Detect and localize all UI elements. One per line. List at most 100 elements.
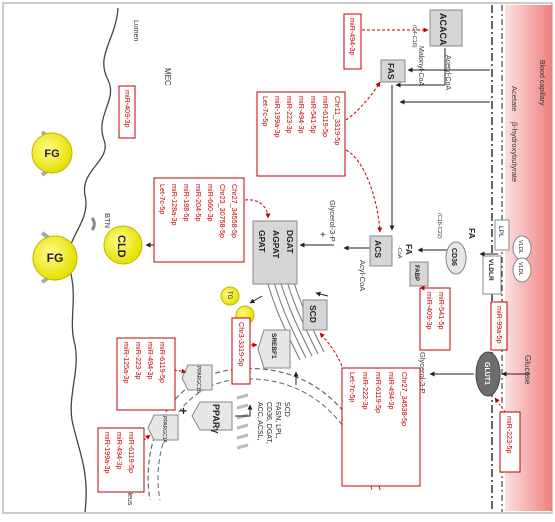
fabp-group-1: miR-409-3p [425, 292, 434, 330]
scd-group-1: Let-7c-5p [348, 372, 357, 402]
agpat-label: AGPAT [271, 230, 281, 259]
fabp-group-2: miR-541-5p [437, 292, 446, 330]
btn-shape [90, 217, 96, 231]
vldl-particle-2 [512, 257, 532, 283]
fat-globule-1: FG [31, 130, 73, 177]
pparg-label: PPARγ [211, 404, 221, 433]
fas-group-4: miR-494-3p [297, 96, 306, 134]
c16-c22-label: (C16-C22) [436, 213, 442, 239]
mirna-box-glut1-group: miR-223-5p [499, 411, 521, 473]
acyl-coa-label: Acyl-CoA [358, 260, 367, 291]
scd-group-3: miR-6119-5p [374, 372, 383, 413]
gpat-group-6: Chr23_30758-5p [218, 184, 227, 238]
fas-group-5: miR-541-5p [309, 96, 318, 134]
target-genes-label: ACC, ACSL, [256, 402, 263, 441]
vldlr-group-1: miR-99a-5p [495, 306, 504, 344]
coa-label: -CoA [396, 246, 402, 259]
dgat-label: DGAT [285, 230, 295, 254]
fas-box [380, 59, 406, 83]
gpat-group-3: miR-188-5p [182, 184, 191, 222]
srebf1-label: SREBF1 [270, 333, 277, 359]
fas-label: FAS [386, 63, 396, 80]
ppargc1a-group-2: miR-494-3p [115, 432, 124, 470]
glut1-group-1: miR-223-5p [505, 416, 514, 454]
fabp-label: FABP [413, 265, 419, 281]
vldlr-box [482, 255, 502, 295]
malonyl-coa-label: Malonyl-CoA [417, 46, 424, 86]
glycerol3p-bottom-label: Glycerol-3-P [418, 352, 427, 394]
mirna-box-ppargc1a-group: miR-199a-3p miR-494-3p miR-6119-5p [97, 427, 145, 493]
lpl-label: LPL [497, 226, 504, 238]
scd-box [302, 299, 328, 331]
mirna-box-494-top: miR-494-3p [343, 13, 362, 70]
cytoplasmic-lipid-droplet: CLD [103, 225, 143, 265]
glucose-label: Glucose [523, 355, 532, 385]
scd-label: SCD [308, 305, 318, 323]
vldl-label-2: VLDL [517, 262, 523, 276]
vldlr-label: VLDLR [487, 259, 494, 281]
mirna-box-gpat-group: Let-7c-5p miR-128a-3p miR-188-5p miR-204… [153, 177, 245, 263]
scd-group-5: Chr27_34538-5p [400, 372, 409, 426]
cd36-label: CD36 [450, 248, 457, 266]
c4-c16-label: (C4-C16) [411, 25, 417, 48]
glycerol3p-top-label: Glycerol-3-P [328, 200, 337, 242]
scd-group-2: miR-222-3p [361, 372, 370, 410]
gpat-group-4: miR-204-5p [194, 184, 203, 222]
tg-label: TG [226, 291, 232, 300]
ppargc1b-group-3: miR-494-3p [146, 342, 155, 380]
mirna-box-vldlr-group: miR-99a-5p [490, 301, 508, 351]
ppargc1b-group-1: miR-125a-3p [122, 342, 131, 384]
glut1-label: GLUT1 [483, 362, 490, 385]
ppargc1b-label: PPARGC1B [195, 366, 201, 394]
plus-sign: + [320, 230, 326, 241]
pparg-shape [191, 401, 233, 431]
ppargc1b-shape [181, 364, 213, 391]
gpat-group-2: miR-128a-3p [170, 184, 179, 226]
acs-box [369, 235, 393, 267]
gpat-agpat-dgat-box [252, 220, 298, 285]
plus-sign-nucleus: + [180, 404, 187, 418]
cd36-transporter [445, 241, 467, 275]
ppargc1a-group-1: miR-199a-3p [103, 432, 112, 474]
gpat-group-7: Chr27_34558-5p [230, 184, 239, 238]
fas-group-3: miR-223-3p [285, 96, 294, 134]
fas-group-1: Let-7c-5p [261, 96, 270, 126]
gpat-label: GPAT [257, 230, 267, 253]
lpl-box [494, 219, 510, 251]
acs-label: ACS [373, 240, 383, 258]
blood-capillary-label: Blood capillary [538, 60, 545, 106]
cld-label: CLD [115, 235, 127, 258]
fa-fabp-label: FA [404, 244, 414, 255]
srebf1-group-1: Chr3-3319-5p [237, 322, 246, 366]
scd-group-4: miR-494-3p [387, 372, 396, 410]
nucleus-label: Nucleus [126, 480, 133, 506]
ppargc1a-group-3: miR-6119-5p [127, 432, 136, 473]
acaca-box [429, 9, 463, 47]
mec-label: MEC [163, 68, 172, 86]
target-genes-line-3: FASN, LPL, [274, 402, 281, 439]
mirna-box-fabp-group: miR-409-3p miR-541-5p [419, 287, 451, 351]
vldl-label-1: VLDL [517, 240, 523, 254]
mirna-box-ppargc1b-group: miR-125a-3p miR-223-3p miR-494-3p miR-61… [116, 337, 176, 411]
fg-label-2: FG [47, 251, 64, 265]
gpat-group-5: miR-660-3p [206, 184, 215, 222]
lumen-label: Lumen [132, 20, 139, 42]
ppargc1a-shape [147, 414, 179, 441]
fas-group-2: miR-199a-3p [273, 96, 282, 138]
btn-label: BTN [103, 213, 112, 228]
mirna-box-409: miR-409-3p [118, 85, 136, 139]
gpat-group-1: Let-7c-5p [158, 184, 167, 214]
dna-strand [236, 393, 249, 450]
srebf1-shape [257, 329, 291, 369]
glut1-transporter [475, 351, 501, 397]
acetyl-coa-label: Acetyl-CoA [444, 55, 451, 90]
ppargc1b-group-2: miR-223-3p [134, 342, 143, 380]
fa-cd36-label: FA [467, 228, 477, 239]
target-genes-line-4: SCD [283, 402, 290, 417]
ppargc1b-group-4: miR-6119-5p [158, 342, 167, 383]
mirna-409-text: miR-409-3p [123, 90, 132, 128]
target-genes-line-2: CD36, DGAT, [265, 402, 272, 444]
apical-membrane [67, 7, 119, 513]
fg-label-1: FG [44, 148, 59, 160]
